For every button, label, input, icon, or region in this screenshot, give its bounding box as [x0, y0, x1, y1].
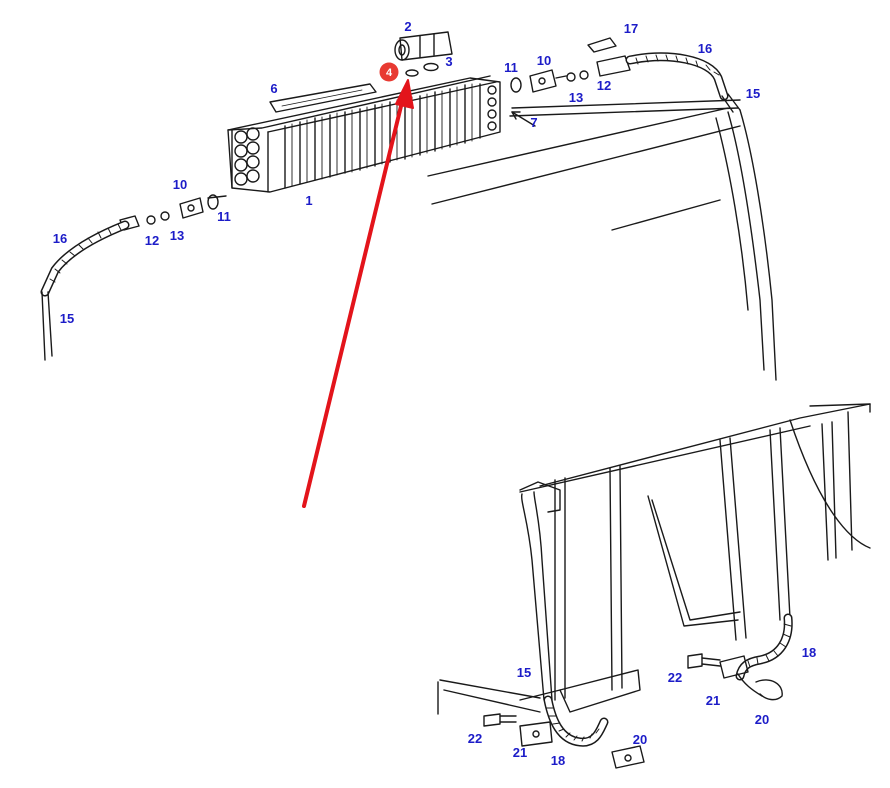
highlight-badge-label: 4	[386, 67, 393, 79]
callout-18-right: 18	[802, 645, 816, 660]
callout-22-bottom: 22	[468, 731, 482, 746]
callout-15-bottom: 15	[517, 665, 531, 680]
callout-1: 1	[305, 193, 312, 208]
callout-15-left: 15	[60, 311, 74, 326]
top-plate	[269, 83, 377, 113]
callout-20-bottom: 20	[633, 732, 647, 747]
callout-21-bottom: 21	[513, 745, 527, 760]
callout-22-right: 22	[668, 670, 682, 685]
expansion-valve	[394, 31, 453, 61]
callout-3: 3	[445, 54, 452, 69]
callout-18-bottom: 18	[551, 753, 565, 768]
cab-frame-upper	[427, 99, 777, 381]
callout-20-right: 20	[755, 712, 769, 727]
callout-10-right: 10	[537, 53, 551, 68]
callout-7: 7	[530, 115, 537, 130]
hose-upper-right	[625, 52, 729, 101]
callout-10-left: 10	[173, 177, 187, 192]
seal-ring	[405, 69, 419, 77]
callout-13-right: 13	[569, 90, 583, 105]
callout-12-right: 12	[597, 78, 611, 93]
callout-6: 6	[270, 81, 277, 96]
callout-17: 17	[624, 21, 638, 36]
evaporator-core	[227, 75, 501, 193]
callout-2: 2	[404, 19, 411, 34]
callout-13-left: 13	[170, 228, 184, 243]
callout-16-left: 16	[53, 231, 67, 246]
cab-frame-lower	[437, 403, 871, 715]
callout-11-left: 11	[217, 209, 231, 224]
callout-15-top: 15	[746, 86, 760, 101]
o-ring	[423, 62, 439, 72]
callout-11-right: 11	[504, 60, 518, 75]
highlight-arrow	[302, 79, 414, 508]
callout-16-right: 16	[698, 41, 712, 56]
callout-21-right: 21	[706, 693, 720, 708]
callout-12-left: 12	[145, 233, 159, 248]
highlight-badge: 4	[379, 62, 399, 82]
